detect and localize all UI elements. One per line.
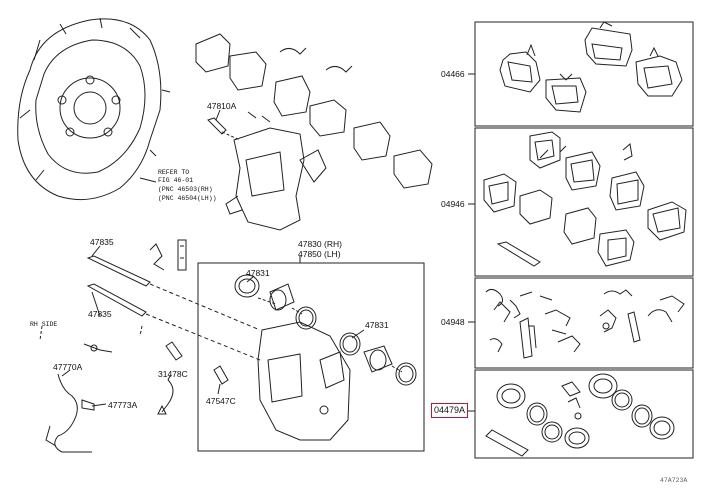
label-47547c: 47547C [206,396,236,406]
label-47835-top: 47835 [90,237,114,247]
brake-pads-assembly [195,33,433,189]
kit-label-04466[interactable]: 04466 [441,69,465,79]
figure-code: 47A723A [660,477,688,484]
label-47770a: 47770A [53,362,83,372]
dust-shield-backing-plate [17,17,171,201]
label-47830-rh: 47830 (RH) [298,239,342,249]
caliper-mounting-bracket [225,127,327,231]
caliper-assembly-box [197,262,425,452]
kit-label-04479a-highlighted[interactable]: 04479A [431,403,469,418]
label-47835-bottom: 47835 [88,309,112,319]
label-31478c: 31478C [158,369,188,379]
kit-label-04946[interactable]: 04946 [441,199,465,209]
label-pnc-rh: (PNC 46503(RH) [158,186,213,193]
label-47773a: 47773A [108,400,138,410]
bolt-47810a [207,117,241,141]
label-47831-a: 47831 [246,268,270,278]
label-fig: FIG 46-01 [158,177,194,184]
seal-kit-04479a [485,373,675,457]
label-pnc-lh: (PNC 46504(LH)) [158,195,217,202]
reference-leaders [39,109,365,407]
kit-label-04948[interactable]: 04948 [441,317,465,327]
pad-set-04946 [483,131,687,267]
pad-support-springs [149,239,187,271]
label-rh-side: RH SIDE [30,321,58,328]
label-47850-lh: 47850 (LH) [298,249,341,259]
label-47810a: 47810A [207,101,237,111]
brake-wear-sensor-wire [45,341,183,453]
kit-box-frames [474,21,694,459]
pad-set-04466 [499,21,683,113]
kit-leader-lines [468,73,475,412]
label-refer-to: REFER TO [158,169,190,176]
label-47831-b: 47831 [365,320,389,330]
shim-spring-set-04948 [485,288,685,359]
guide-pins-47835 [86,255,261,361]
